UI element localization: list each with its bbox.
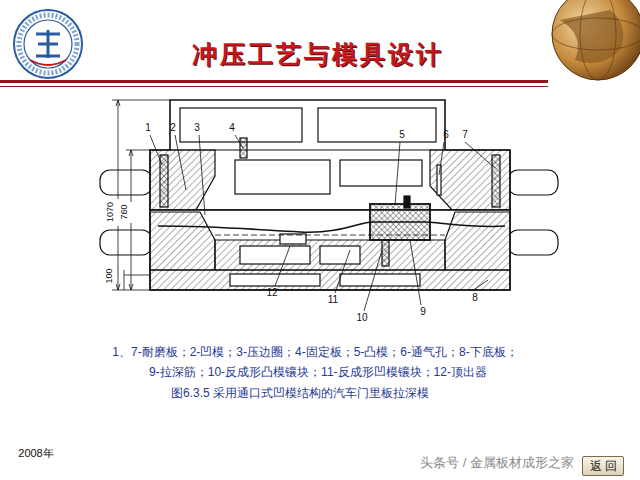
leader-lines-part [395, 142, 400, 205]
college-logo-part [24, 20, 72, 68]
dimension-lines-part [126, 150, 150, 151]
title-rule-part [0, 80, 548, 83]
leader-lines-part [465, 142, 495, 168]
leader-lines-part [275, 246, 290, 286]
draw-die-section-part [100, 170, 152, 195]
title-rule [0, 80, 548, 87]
draw-die-section-part [240, 246, 310, 264]
leader-lines-part [410, 240, 421, 305]
draw-die-section-part [320, 246, 360, 264]
callout-number: 10 [356, 312, 367, 324]
legend-line: 1、7-耐磨板；2-凹模；3-压边圈；4-固定板；5-凸模；6-通气孔；8-下底… [112, 346, 517, 360]
college-logo-part [36, 30, 60, 58]
draw-die-section-part [150, 212, 215, 270]
figure-caption: 图6.3.5 采用通口式凹模结构的汽车门里板拉深模 [171, 387, 429, 401]
dimension-value: 1070 [105, 202, 115, 222]
date-note: 2008年 [18, 447, 53, 460]
callout-number: 3 [194, 122, 200, 134]
leader-lines-part [175, 135, 186, 190]
callout-number: 8 [472, 292, 478, 304]
draw-die-section-part [150, 100, 510, 210]
dimension-lines-part [124, 270, 125, 290]
draw-die-section-part [508, 170, 558, 195]
dimension-value: 760 [119, 204, 129, 219]
draw-die-section-part [150, 210, 510, 290]
draw-die-section-part [340, 160, 422, 186]
draw-die-section-part [492, 155, 500, 207]
button-label: 返 回 [590, 460, 616, 474]
draw-die-section-part [158, 222, 505, 232]
draw-die-section-part [180, 108, 302, 142]
draw-die-section [100, 100, 558, 290]
callout-number: 11 [328, 294, 338, 306]
leader-lines-part [150, 135, 162, 165]
leader-lines [150, 135, 495, 311]
dimension-lines [112, 100, 170, 290]
globe-image [552, 0, 640, 80]
globe-image-part [552, 0, 640, 80]
draw-die-section-part [240, 138, 247, 158]
callout-number: 7 [462, 129, 468, 141]
slide-title: 冲压工艺与模具设计 [192, 41, 444, 70]
back-button: 返 回 [582, 456, 624, 476]
callout-number: 5 [399, 129, 405, 141]
callout-number: 12 [266, 287, 277, 299]
draw-die-section-part [235, 160, 330, 194]
dimension-lines-part [112, 100, 170, 101]
legend-line: 9-拉深筋；10-反成形凸模镶块；11-反成形凹模镶块；12-顶出器 [149, 366, 487, 380]
dimension-lines-part [118, 100, 119, 199]
watermark: 头条号 / 金属板材成形之家 [420, 456, 574, 471]
leader-lines-part [235, 135, 243, 148]
globe-image-part [580, 0, 616, 80]
title-rule-part [0, 86, 548, 87]
draw-die-section-part [100, 230, 152, 255]
leader-lines-part [439, 142, 444, 175]
leader-lines-part [472, 280, 488, 291]
callout-number: 6 [443, 129, 449, 141]
draw-die-section-part [430, 150, 510, 210]
draw-die-section-part [318, 108, 436, 142]
college-logo-part [14, 10, 82, 78]
leader-lines-part [199, 135, 205, 215]
globe-image-part [552, 18, 640, 50]
leader-lines-part [335, 250, 350, 293]
draw-die-section-part [437, 165, 441, 195]
dimension-lines-part [118, 226, 119, 290]
draw-die-section-part [382, 240, 389, 266]
leader-lines-part [364, 250, 382, 311]
draw-die-section-part [230, 274, 320, 286]
draw-die-section-part [340, 274, 420, 286]
callout-number: 9 [420, 306, 426, 318]
draw-die-section-part [280, 234, 306, 244]
draw-die-section-part [508, 230, 558, 255]
dimension-lines-part [124, 275, 150, 276]
dimension-lines-part [116, 100, 133, 290]
dimension-lines-part [131, 223, 132, 290]
draw-die-section-part [150, 270, 510, 290]
draw-die-section-part [445, 212, 510, 270]
college-logo-part [19, 15, 77, 73]
draw-die-section-part [215, 235, 445, 236]
callout-number: 1 [145, 122, 151, 134]
draw-die-section-part [404, 196, 410, 208]
college-logo-part [30, 60, 66, 65]
dimension-lines-part [131, 150, 132, 202]
college-logo [14, 10, 82, 78]
callout-number: 4 [229, 122, 235, 134]
callout-number: 2 [170, 122, 176, 134]
dimension-value: 100 [104, 268, 114, 283]
